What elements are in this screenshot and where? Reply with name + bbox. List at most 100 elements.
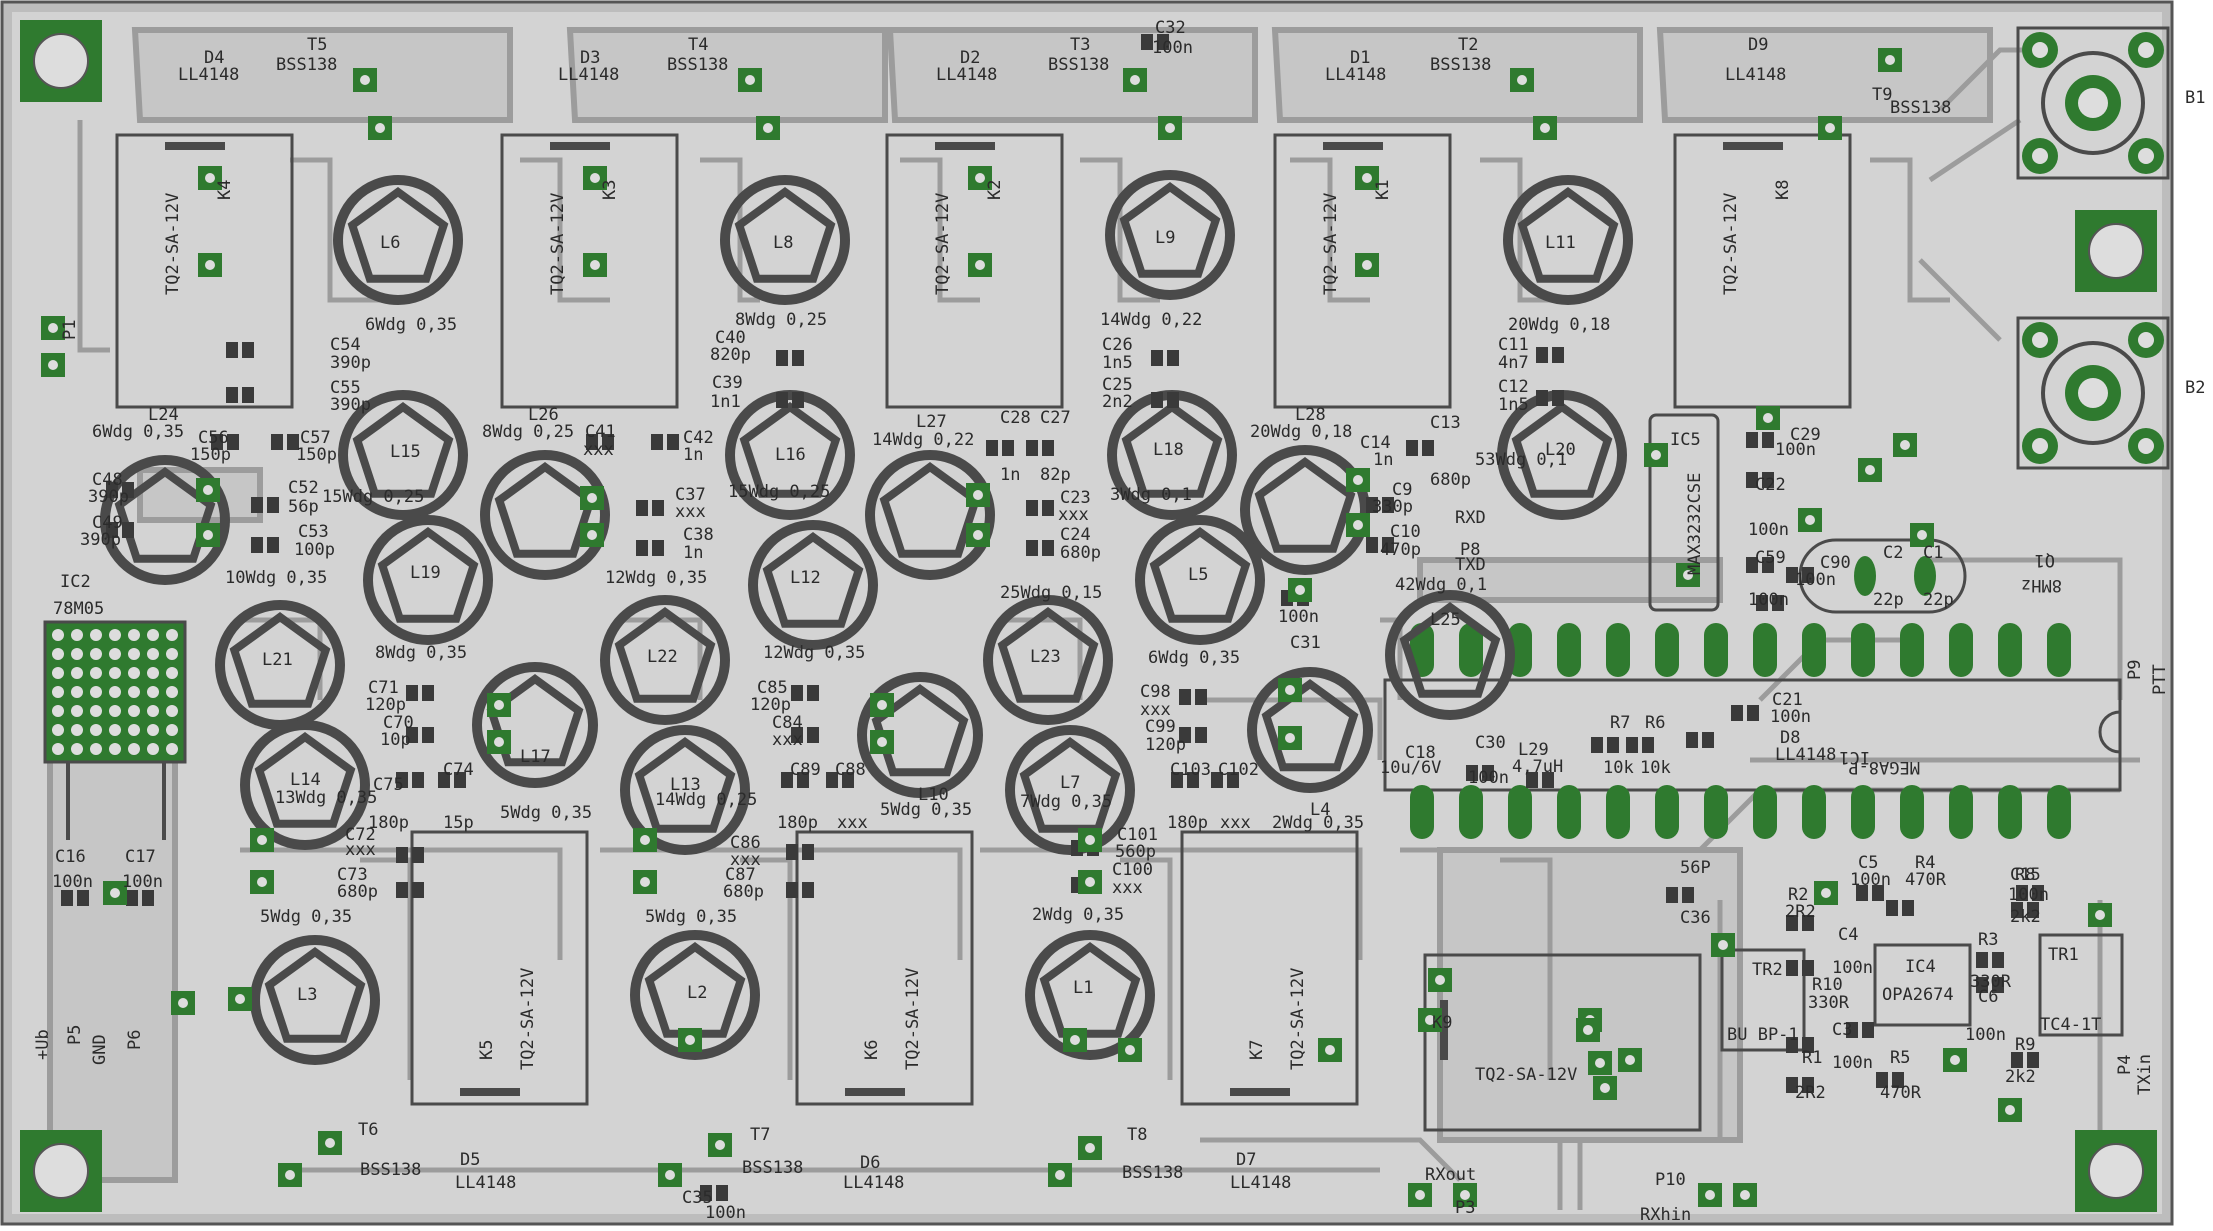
via-drill [110,888,120,898]
toroid-ring [857,672,983,798]
heatsink-hole [52,705,64,717]
smd-pad [2011,1052,2023,1068]
toroid [725,390,855,520]
label-p9: P9 [2125,660,2145,680]
label-p10: P10 [1655,1170,1686,1190]
toroid-winding [734,187,836,283]
smd-pad [651,434,663,450]
smd-pad [271,434,283,450]
via [738,68,762,92]
smd-pad [1786,1037,1798,1053]
crystal-q1 [1798,538,1967,614]
label-c23: C23 [1060,488,1091,508]
smd-pad [1026,540,1038,556]
label-c74: C74 [443,760,474,780]
smd-pad [1756,595,1768,611]
label-b2: B2 [2185,378,2205,398]
heatsink-hole [166,705,178,717]
toroid [363,515,493,645]
label-c24: C24 [1060,525,1091,545]
smd-pad [1786,1077,1798,1093]
smd-pad [1746,557,1758,573]
smd-pad [797,772,809,788]
label-k4: K4 [215,180,235,200]
label-tr2: TR2 [1752,960,1783,980]
label-l12-w: 12Wdg 0,35 [763,643,865,663]
label-d2: D2 [960,48,980,68]
label-t7: T7 [750,1125,770,1145]
smd-pad [636,540,648,556]
smd-pad [986,440,998,456]
smd-pad [791,727,803,743]
via [1533,116,1557,140]
label-c54: C54 [330,335,361,355]
label-c6-val: 100n [1965,1025,2006,1045]
label-k5: K5 [477,1040,497,1060]
heatsink-hole [90,743,102,755]
via-drill [360,75,370,85]
label-c59: C59 [1755,548,1786,568]
toroid [1105,170,1235,300]
label-r1: R1 [1802,1048,1822,1068]
smd-pad [636,500,648,516]
label-c9-val: 330p [1372,497,1413,517]
smd-pad [1992,952,2004,968]
smd-pad-pair [1731,705,1759,721]
via-drill [745,75,755,85]
via-drill [640,835,650,845]
label-t2-type: BSS138 [1430,55,1491,75]
smd-pad-pair [1179,689,1207,705]
smd-pad [1591,737,1603,753]
label-c11-val: 4n7 [1498,353,1529,373]
label-c22-val: 100n [1748,520,1789,540]
via [1278,678,1302,702]
label-c17: C17 [125,847,156,867]
via [1711,933,1735,957]
label-c101: C101 [1117,825,1158,845]
label-r4: R4 [1915,853,1935,873]
label-c56: C56 [198,428,229,448]
label-c71: C71 [368,678,399,698]
smd-pad [1179,689,1191,705]
copper-regions [47,27,1993,1183]
via-drill [1763,413,1773,423]
heatsink-hole [147,629,159,641]
label-ic1: IC1 [1839,747,1870,767]
smd-pad-pair [126,890,154,906]
ic1-pin-pad [1606,785,1630,839]
label-c90: C90 [1820,553,1851,573]
smd-pad [412,772,424,788]
smd-pad [652,540,664,556]
via [1453,1183,1477,1207]
label-c54-val: 390p [330,353,371,373]
ic1-pin-pad [1459,785,1483,839]
smd-pad [1179,727,1191,743]
heatsink-hole [166,629,178,641]
label-k7-type: TQ2-SA-12V [1288,968,1308,1070]
label-c85-val: 120p [750,695,791,715]
via [1346,513,1370,537]
smd-pad-pair [396,882,424,898]
label-c39-val: 1n1 [710,392,741,412]
toroid [1005,725,1135,855]
smd-pad-pair [1876,1072,1904,1088]
smd-pad-pair [61,890,89,906]
label-d6-type: LL4148 [843,1173,904,1193]
label-c103-val: 180p [1167,813,1208,833]
label-k7: K7 [1247,1040,1267,1060]
label-l26: L26 [528,405,559,425]
label-c22: C22 [1755,475,1786,495]
toroid-ring [472,662,598,788]
smd-pad-pair [1211,772,1239,788]
heatsink-hole [109,705,121,717]
smd-pad-pair [781,772,809,788]
label-l28: L28 [1295,405,1326,425]
smd-pad [776,350,788,366]
heatsink-hole [109,667,121,679]
smd-pad [1902,900,1914,916]
via [41,353,65,377]
label-d3-type: LL4148 [558,65,619,85]
smd-pad [842,772,854,788]
via [1048,1163,1072,1187]
label-l18-w: 3Wdg 0,1 [1110,485,1192,505]
